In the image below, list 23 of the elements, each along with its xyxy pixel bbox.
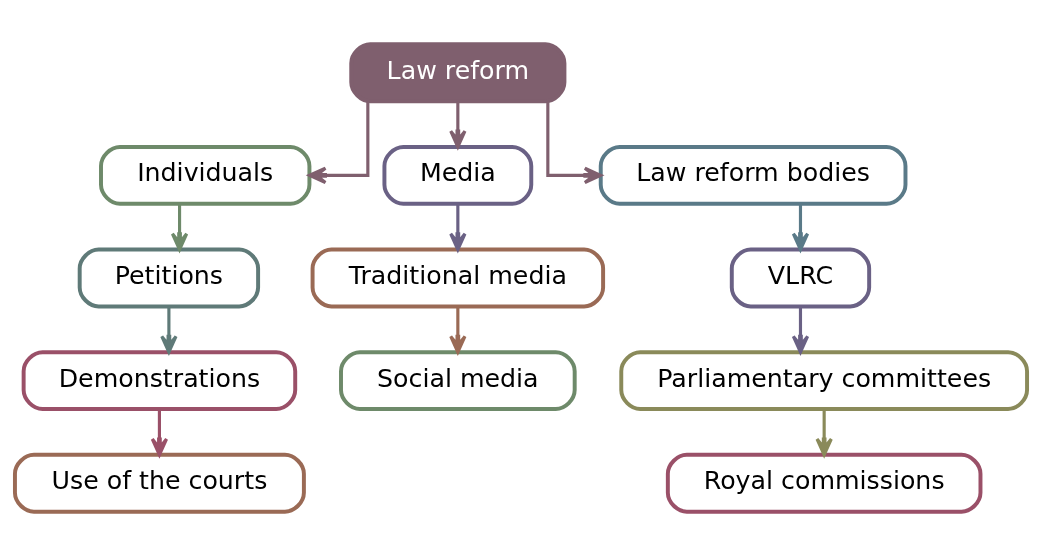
node-box: Petitions	[77, 247, 261, 308]
node-box: Social media	[339, 349, 577, 411]
arrow	[150, 408, 169, 456]
node-box: VLRC	[729, 247, 872, 308]
arrow	[449, 100, 467, 148]
node-box: Use of the courts	[12, 452, 306, 514]
arrow	[815, 408, 833, 456]
arrow	[308, 100, 370, 184]
arrow	[160, 306, 178, 354]
node-box: Demonstrations	[21, 349, 298, 411]
node-box: Parliamentary committees	[619, 349, 1030, 411]
arrow	[449, 306, 467, 354]
node-box: Individuals	[99, 144, 312, 206]
node-box: Royal commissions	[665, 452, 983, 514]
arrow	[791, 306, 810, 354]
arrow	[170, 203, 189, 251]
node-box: Law reform	[349, 41, 567, 103]
node-box: Law reform bodies	[598, 144, 908, 206]
arrow	[449, 203, 467, 251]
node-box: Media	[382, 144, 534, 206]
node-box: Traditional media	[310, 247, 606, 308]
arrow	[791, 203, 810, 251]
arrow	[546, 100, 603, 184]
